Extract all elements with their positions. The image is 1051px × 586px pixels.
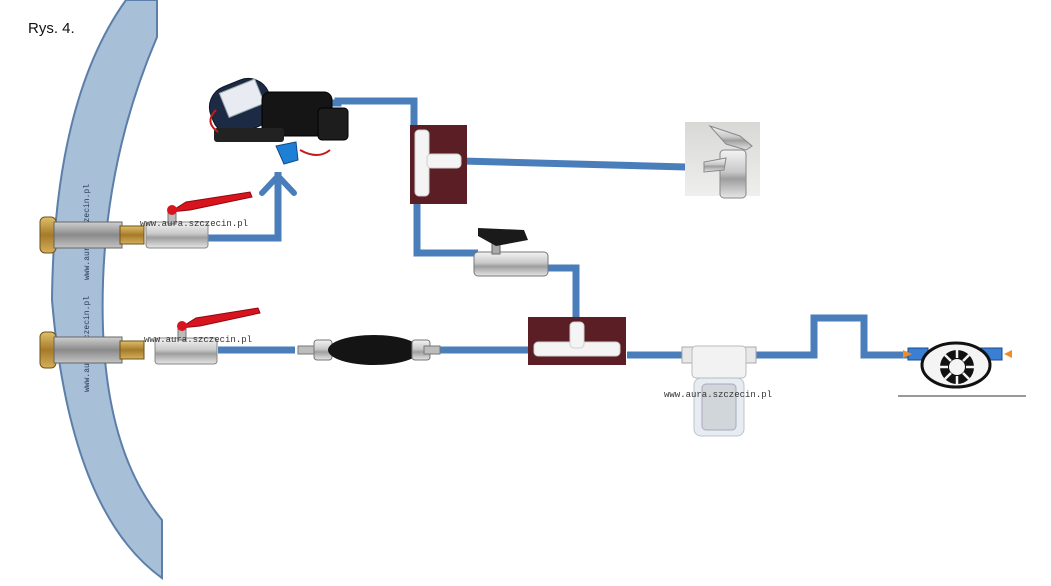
thru-hull-fitting-upper: [39, 216, 145, 254]
pipe-filter-to-impeller: [756, 314, 910, 359]
pipe-network: [208, 97, 910, 359]
valve-watermark-upper: www.aura.szczecin.pl: [140, 219, 248, 229]
primer-bulb-icon: [297, 335, 441, 365]
pipe-minivalve-to-lowertee: [546, 264, 580, 317]
ball-valve-upper: [145, 191, 253, 249]
ball-valve-lower: [154, 307, 261, 365]
mini-ball-valve-icon: [473, 228, 549, 277]
pipe-tee-to-faucet: [461, 157, 687, 171]
flow-arrow: [259, 173, 297, 196]
pipe-tee-to-minivalve: [413, 204, 478, 257]
water-strainer-icon: [681, 345, 757, 437]
tee-connector-lower: [528, 317, 626, 365]
thru-hull-fitting-lower: [39, 331, 145, 369]
faucet-icon: [685, 122, 760, 214]
impeller-pump-icon: [903, 341, 1012, 389]
pipe-pump-to-tee: [330, 97, 418, 128]
tee-connector-upper: [410, 125, 467, 204]
pipe-valve-to-pump: [208, 172, 282, 242]
filter-watermark: www.aura.szczecin.pl: [664, 390, 772, 400]
hull-section: [50, 0, 163, 580]
figure-label: Rys. 4.: [28, 20, 75, 37]
electric-water-pump-icon: [208, 77, 349, 165]
valve-watermark-lower: www.aura.szczecin.pl: [144, 335, 252, 345]
